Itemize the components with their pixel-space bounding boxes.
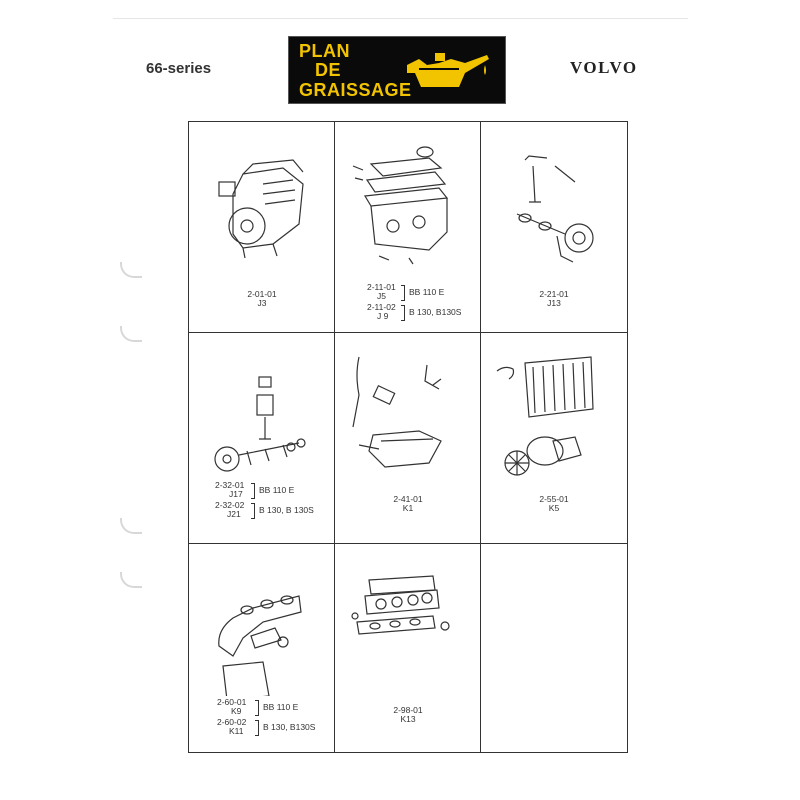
- part-code: 2-32-01: [215, 480, 245, 490]
- part-ref: J3: [257, 298, 267, 308]
- variant-bracket: [255, 720, 259, 736]
- variant-bracket: [251, 503, 255, 519]
- radiator-water-pump-icon: [496, 356, 594, 476]
- page-top-edge: [113, 18, 688, 19]
- variant-bracket: [255, 700, 259, 716]
- part-code: 2-60-01: [217, 697, 247, 707]
- manifold-icon: [218, 595, 302, 696]
- piston-crankshaft-icon: [214, 376, 306, 472]
- variant-label: B 130, B130S: [263, 722, 316, 732]
- part-cell-gasket-set: 2-98-01 K13: [335, 544, 481, 752]
- part-code: 2-55-01: [539, 494, 569, 504]
- part-ref: K11: [229, 726, 244, 736]
- part-code: 2-11-01: [367, 282, 396, 292]
- variant-label: BB 110 E: [409, 287, 445, 297]
- cylinder-head-block-icon: [352, 146, 449, 265]
- part-code: 2-98-01: [393, 705, 423, 715]
- plan-de-graissage-logo: PLAN DE GRAISSAGE: [288, 36, 506, 104]
- variant-bracket: [401, 305, 405, 321]
- valve-camshaft-icon: [516, 155, 594, 263]
- variant-label: B 130, B130S: [409, 307, 462, 317]
- part-cell-valve-train: 2-21-01 J13: [481, 122, 627, 333]
- part-ref: J17: [229, 489, 243, 499]
- logo-line-2: DE: [315, 60, 342, 80]
- part-cell-crankshaft: 2-32-01 J17 BB 110 E 2-32-02 J21 B 130, …: [189, 333, 335, 544]
- oil-pump-sump-icon: [352, 356, 442, 468]
- parts-grid: 2-01-01 J3 2-11-01 J5 BB 110 E 2-11-02 J…: [188, 121, 628, 753]
- logo-line-3: GRAISSAGE: [299, 80, 412, 100]
- part-code: 2-11-02: [367, 302, 396, 312]
- variant-label: BB 110 E: [263, 702, 299, 712]
- logo-line-1: PLAN: [299, 41, 350, 61]
- part-cell-engine: 2-01-01 J3: [189, 122, 335, 333]
- binder-hole: [120, 518, 142, 534]
- series-label: 66-series: [146, 60, 212, 77]
- part-cell-cooling: 2-55-01 K5: [481, 333, 627, 544]
- binder-hole: [120, 262, 142, 278]
- part-code: 2-60-02: [217, 717, 247, 727]
- part-code: 2-21-01: [539, 289, 569, 299]
- part-ref: J21: [227, 509, 241, 519]
- volvo-brand: VOLVO: [570, 58, 638, 77]
- binder-hole: [120, 572, 142, 588]
- part-code: 2-41-01: [393, 494, 423, 504]
- variant-label: BB 110 E: [259, 485, 295, 495]
- part-ref: J5: [377, 291, 386, 301]
- part-ref: K13: [400, 714, 416, 724]
- part-ref: J13: [547, 298, 561, 308]
- oil-can-icon: [407, 53, 489, 87]
- part-code: 2-01-01: [247, 289, 277, 299]
- variant-bracket: [251, 483, 255, 499]
- part-ref: K1: [402, 503, 414, 513]
- gasket-set-icon: [351, 575, 450, 635]
- binder-hole: [120, 326, 142, 342]
- engine-assembly-icon: [218, 159, 304, 259]
- variant-label: B 130, B 130S: [259, 505, 314, 515]
- part-cell-oil-pump: 2-41-01 K1: [335, 333, 481, 544]
- part-ref: K5: [548, 503, 560, 513]
- part-code: 2-32-02: [215, 500, 245, 510]
- part-ref: J 9: [377, 311, 389, 321]
- empty-cell: [481, 544, 627, 752]
- part-cell-manifold: 2-60-01 K9 BB 110 E 2-60-02 K11 B 130, B…: [189, 544, 335, 752]
- part-cell-cylinder-head: 2-11-01 J5 BB 110 E 2-11-02 J 9 B 130, B…: [335, 122, 481, 333]
- part-ref: K9: [231, 706, 242, 716]
- variant-bracket: [401, 285, 405, 301]
